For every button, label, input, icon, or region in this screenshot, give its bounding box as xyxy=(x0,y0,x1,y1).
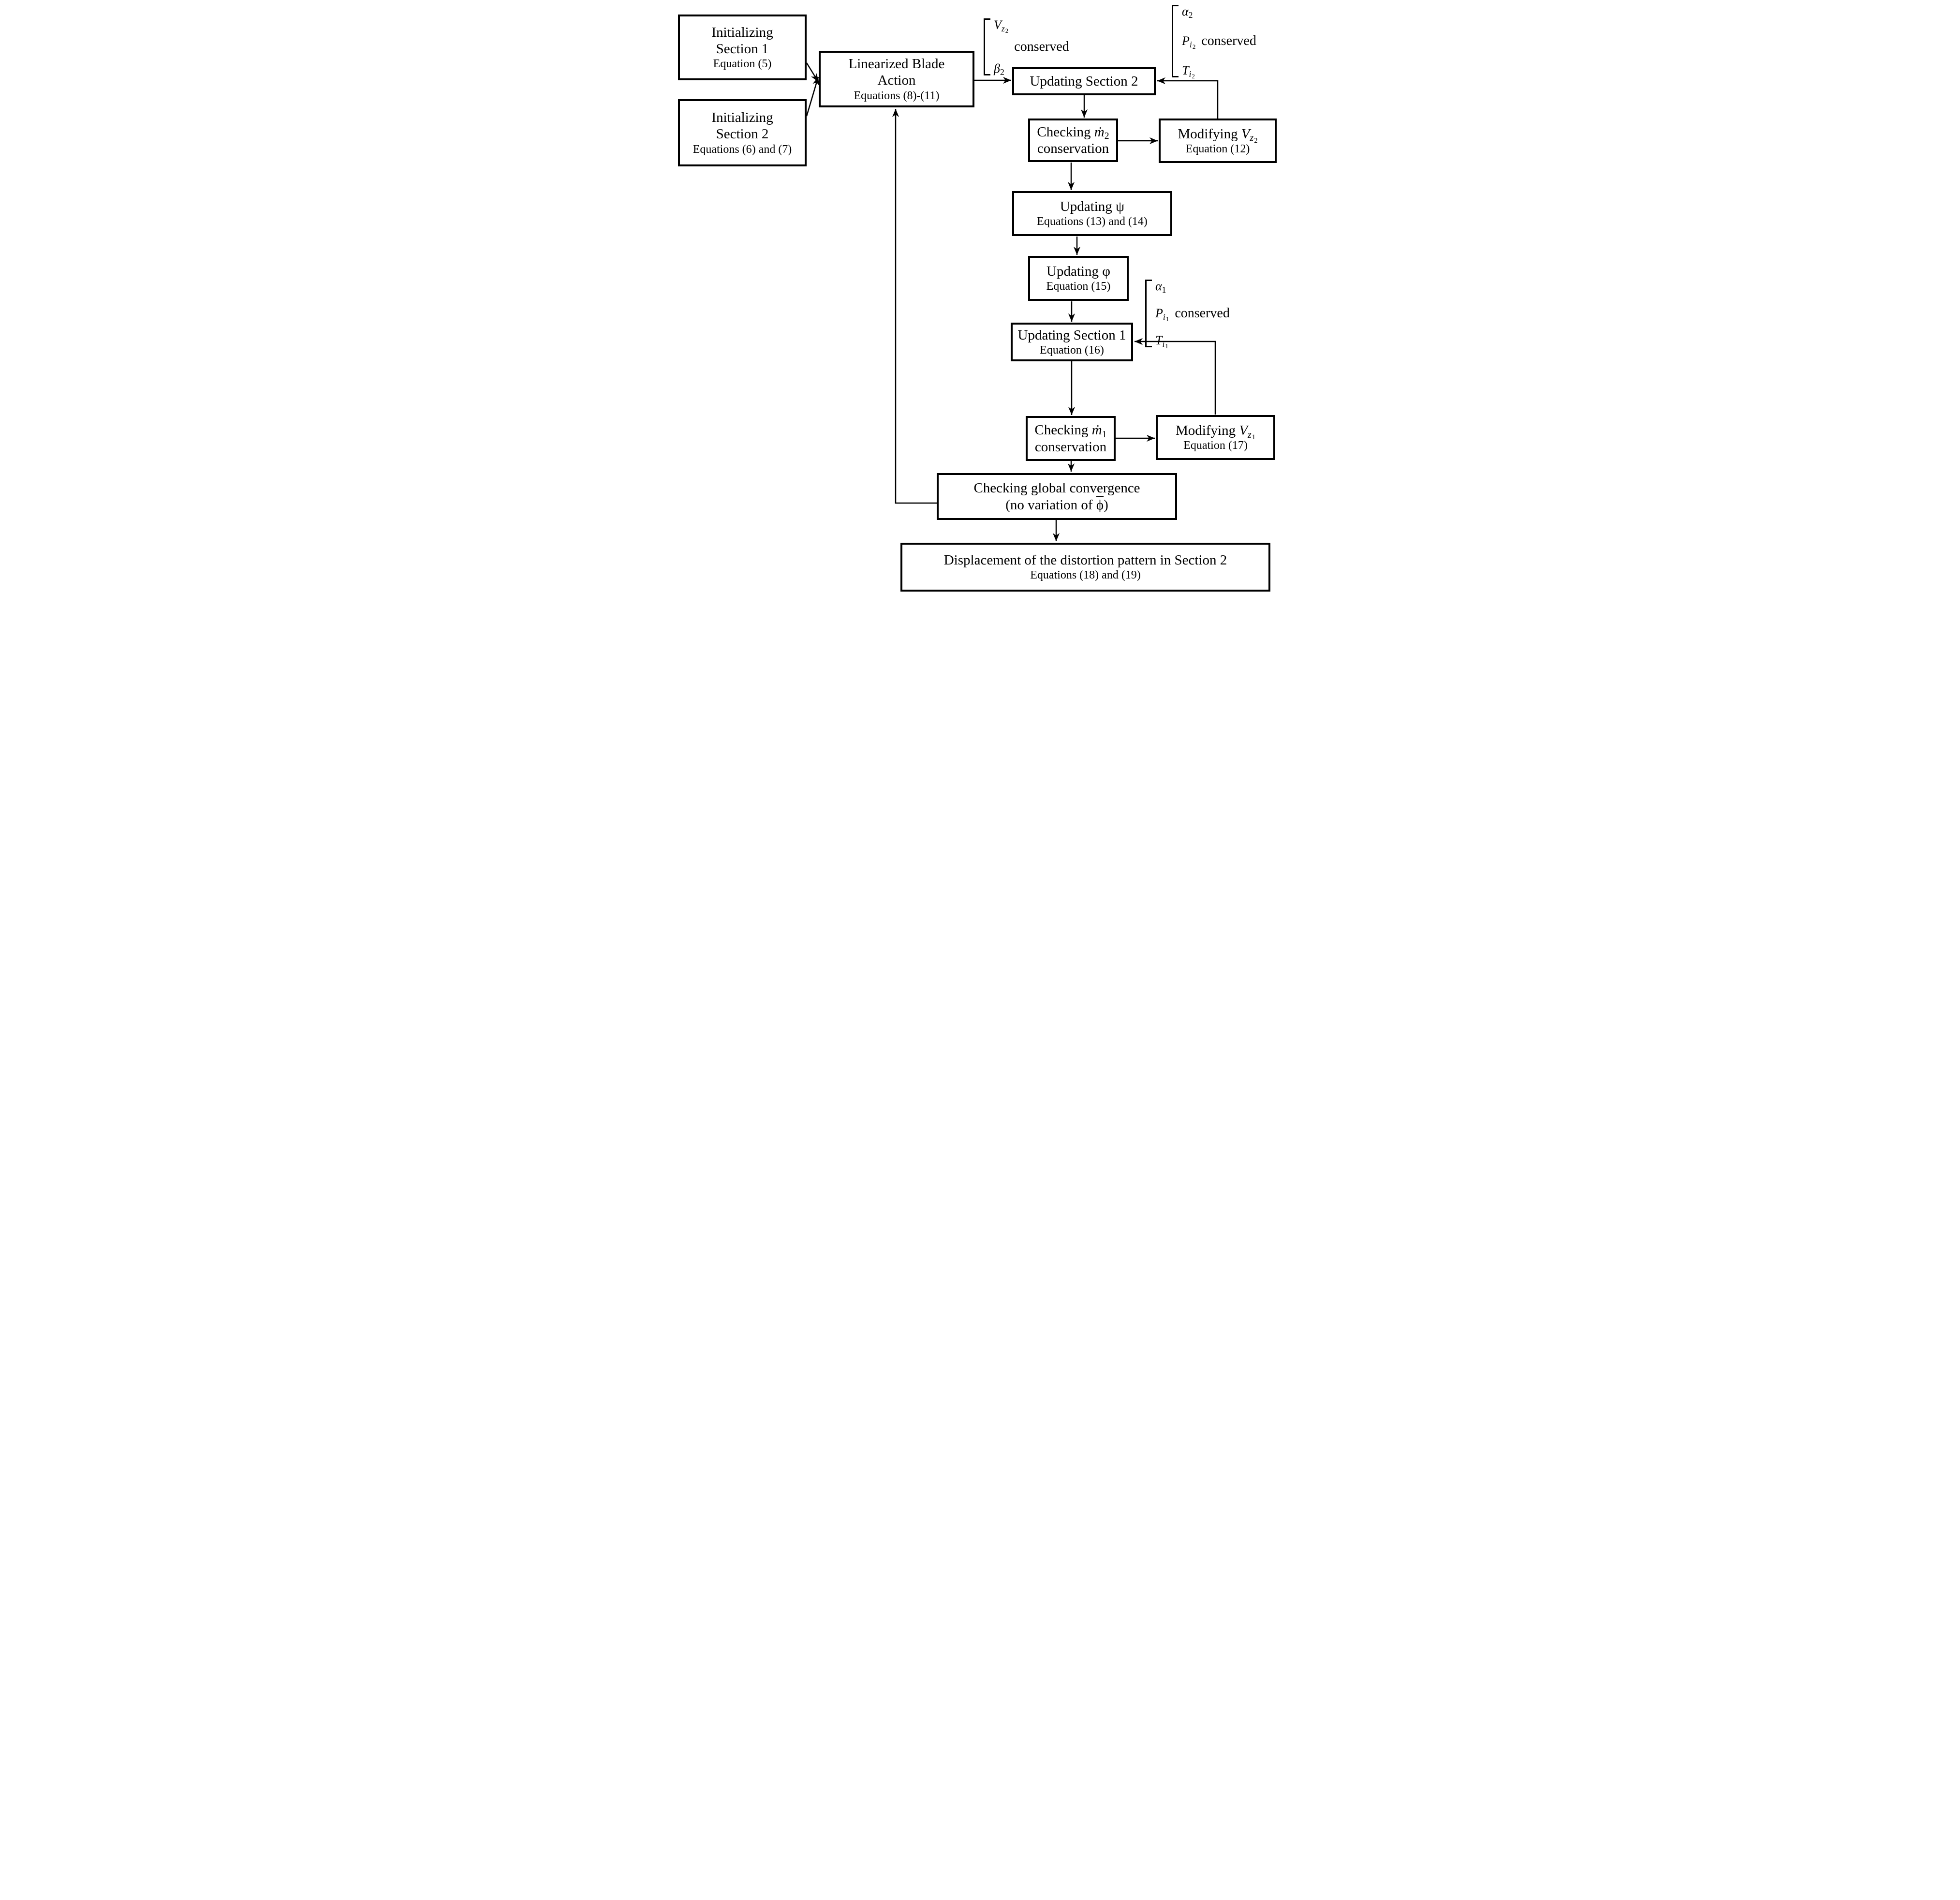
box-line: conservation xyxy=(1037,141,1109,156)
box-checking-m1-conservation: Checking ṁ1 conservation xyxy=(1026,416,1116,461)
box-line: Section 2 xyxy=(716,126,769,142)
box-equation-ref: Equation (17) xyxy=(1183,439,1248,452)
box-updating-psi: Updating ψ Equations (13) and (14) xyxy=(1012,191,1172,236)
box-title: Displacement of the distortion pattern i… xyxy=(943,552,1227,568)
math-vz1: Vz1 xyxy=(1239,423,1255,442)
math-ti2: Ti2 xyxy=(1182,63,1195,80)
box-line: Section 1 xyxy=(716,41,769,57)
box-title: Modifying Vz2 xyxy=(1178,126,1258,145)
math-vz2: Vz2 xyxy=(1241,126,1258,145)
arrow-init2-to-lba xyxy=(806,76,819,117)
annotation-symbols: Vz2 β2 xyxy=(990,18,1009,77)
box-updating-phi: Updating φ Equation (15) xyxy=(1028,256,1129,301)
box-checking-m2-conservation: Checking ṁ2 conservation xyxy=(1028,119,1118,162)
math-alpha1: α1 xyxy=(1155,279,1166,295)
feedback-global-to-lba xyxy=(892,109,937,504)
math-pi1: Pi1 xyxy=(1155,306,1169,323)
box-initializing-section-1: Initializing Section 1 Equation (5) xyxy=(678,15,807,80)
box-equation-ref: Equation (5) xyxy=(713,58,772,71)
conserved-label: conserved xyxy=(1014,39,1069,54)
feedback-modvz1-to-updating1 xyxy=(1135,338,1216,415)
box-title: Checking ṁ1 xyxy=(1034,422,1107,440)
math-phi: φ xyxy=(1102,264,1110,280)
conserved-label: conserved xyxy=(1175,306,1230,321)
box-note: (no variation of ϕ) xyxy=(1005,497,1108,513)
arrow-init1-to-lba xyxy=(806,62,819,82)
box-equation-ref: Equation (12) xyxy=(1185,142,1250,155)
feedback-modvz2-to-updating2 xyxy=(1157,77,1219,119)
box-line: Initializing xyxy=(711,110,773,126)
box-checking-global-convergence: Checking global convergence (no variatio… xyxy=(937,473,1177,520)
math-ti1: Ti1 xyxy=(1155,333,1168,350)
box-modifying-vz2: Modifying Vz2 Equation (12) xyxy=(1159,119,1277,163)
annotation-symbols: α2 Pi2 Ti2 xyxy=(1179,4,1196,80)
box-line: Action xyxy=(877,73,916,89)
annotation-a1-pi1-ti1-conserved: α1 Pi1 Ti1 conserved xyxy=(1145,279,1230,350)
box-equation-ref: Equations (6) and (7) xyxy=(693,143,792,156)
flowchart-canvas: Initializing Section 1 Equation (5) Init… xyxy=(674,0,1286,594)
box-displacement-distortion-pattern: Displacement of the distortion pattern i… xyxy=(900,543,1270,592)
math-psi: ψ xyxy=(1116,199,1125,215)
math-alpha2: α2 xyxy=(1182,4,1193,20)
box-line: Linearized Blade xyxy=(848,56,945,72)
box-linearized-blade-action: Linearized Blade Action Equations (8)-(1… xyxy=(819,51,974,107)
bracket-icon xyxy=(984,18,990,75)
connector-arrows xyxy=(806,62,1219,541)
box-updating-section-1: Updating Section 1 Equation (16) xyxy=(1011,323,1133,361)
annotation-symbols: α1 Pi1 Ti1 xyxy=(1152,279,1169,350)
box-equation-ref: Equation (16) xyxy=(1040,343,1104,356)
annotation-a2-pi2-ti2-conserved: α2 Pi2 Ti2 conserved xyxy=(1172,4,1256,80)
box-equation-ref: Equations (8)-(11) xyxy=(854,89,940,102)
math-phibar: ϕ xyxy=(1096,497,1104,513)
box-title: Modifying Vz1 xyxy=(1176,423,1255,442)
box-title: Checking global convergence xyxy=(973,480,1140,496)
box-title: Updating φ xyxy=(1046,264,1110,280)
math-beta2: β2 xyxy=(994,61,1004,77)
box-line: conservation xyxy=(1034,439,1107,455)
math-vz2: Vz2 xyxy=(994,18,1009,35)
math-mdot1: ṁ1 xyxy=(1091,422,1107,440)
box-title: Checking ṁ2 xyxy=(1037,124,1109,142)
bracket-icon xyxy=(1145,280,1152,347)
bracket-icon xyxy=(1172,5,1179,77)
box-equation-ref: Equations (18) and (19) xyxy=(1030,569,1141,582)
box-modifying-vz1: Modifying Vz1 Equation (17) xyxy=(1156,415,1275,460)
conserved-label: conserved xyxy=(1201,33,1256,48)
box-equation-ref: Equation (15) xyxy=(1046,280,1111,293)
box-updating-section-2: Updating Section 2 xyxy=(1012,67,1156,95)
box-equation-ref: Equations (13) and (14) xyxy=(1037,215,1148,228)
math-pi2: Pi2 xyxy=(1182,34,1196,51)
box-initializing-section-2: Initializing Section 2 Equations (6) and… xyxy=(678,99,807,166)
box-line: Initializing xyxy=(711,24,773,40)
box-title: Updating Section 2 xyxy=(1030,73,1138,89)
annotation-vz2-b2-conserved: Vz2 β2 conserved xyxy=(984,18,1069,77)
box-title: Updating Section 1 xyxy=(1017,327,1126,343)
math-mdot2: ṁ2 xyxy=(1094,124,1109,142)
box-title: Updating ψ xyxy=(1060,199,1125,215)
